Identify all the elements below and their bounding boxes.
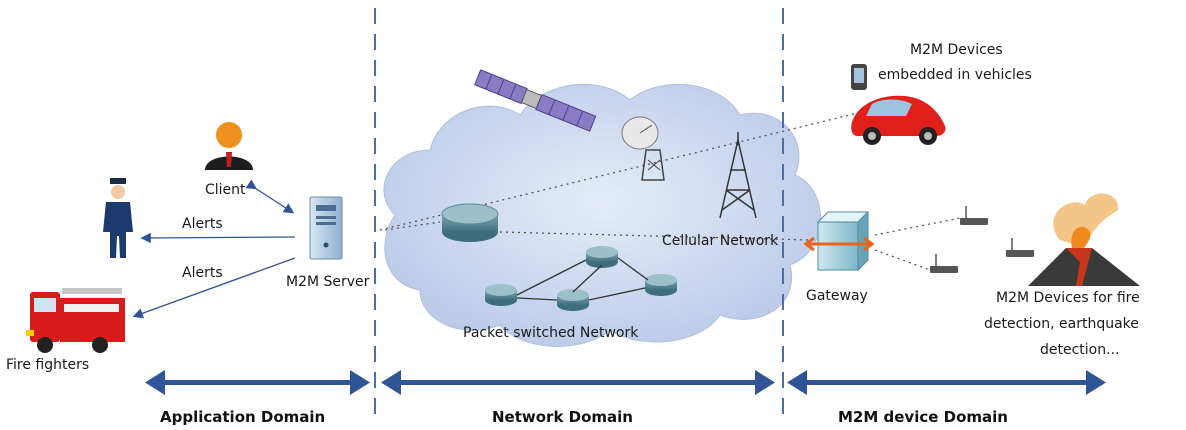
router-node-3 bbox=[557, 289, 589, 311]
satellite-dish-icon bbox=[621, 116, 665, 181]
m2m-server-label: M2M Server bbox=[286, 274, 370, 290]
client-server-link bbox=[245, 179, 295, 214]
server-icon bbox=[309, 196, 343, 260]
network-domain-label: Network Domain bbox=[492, 408, 633, 426]
fire-devices-label-line3: detection... bbox=[1040, 342, 1119, 358]
router-node-4 bbox=[645, 274, 677, 296]
volcano-icon bbox=[1028, 193, 1140, 286]
application-domain-label: Application Domain bbox=[160, 408, 325, 426]
application-domain-arrow bbox=[145, 370, 370, 395]
alerts-label-fire: Alerts bbox=[182, 265, 223, 281]
gateway-label: Gateway bbox=[806, 288, 868, 304]
router-node-2 bbox=[586, 246, 618, 268]
fire-devices-label-line2: detection, earthquake bbox=[984, 316, 1139, 332]
client-label: Client bbox=[205, 182, 246, 198]
car-icon bbox=[851, 95, 946, 145]
fire-truck-icon bbox=[26, 288, 125, 353]
fire-devices-label-line1: M2M Devices for fire bbox=[996, 290, 1140, 306]
gateway-icon bbox=[803, 210, 875, 272]
cellular-network-label: Cellular Network bbox=[662, 233, 779, 249]
fire-fighters-label: Fire fighters bbox=[6, 357, 89, 373]
client-person-icon bbox=[205, 122, 253, 170]
network-domain-arrow bbox=[381, 370, 775, 395]
network-cloud bbox=[383, 83, 822, 347]
device-domain-arrow bbox=[787, 370, 1106, 395]
alerts-label-police: Alerts bbox=[182, 216, 223, 232]
sensor-3 bbox=[930, 254, 958, 273]
router-icon bbox=[441, 203, 499, 242]
router-node-1 bbox=[485, 284, 517, 306]
phone-icon bbox=[851, 64, 867, 90]
packet-network-label: Packet switched Network bbox=[463, 325, 639, 341]
vehicles-label-line2: embedded in vehicles bbox=[878, 67, 1032, 83]
cell-tower-icon bbox=[719, 132, 757, 219]
wireless-sensor-icon bbox=[930, 206, 1034, 273]
router-links bbox=[516, 257, 649, 301]
packet-network-routers bbox=[485, 246, 677, 311]
device-domain-label: M2M device Domain bbox=[838, 408, 1008, 426]
police-officer-icon bbox=[103, 178, 133, 258]
vehicles-label-line1: M2M Devices bbox=[910, 42, 1003, 58]
sensor-2 bbox=[1006, 238, 1034, 257]
alerts-arrow-police bbox=[140, 232, 296, 244]
sensor-1 bbox=[960, 206, 988, 225]
alerts-arrow-fire bbox=[132, 257, 296, 319]
satellite-icon bbox=[474, 69, 597, 132]
